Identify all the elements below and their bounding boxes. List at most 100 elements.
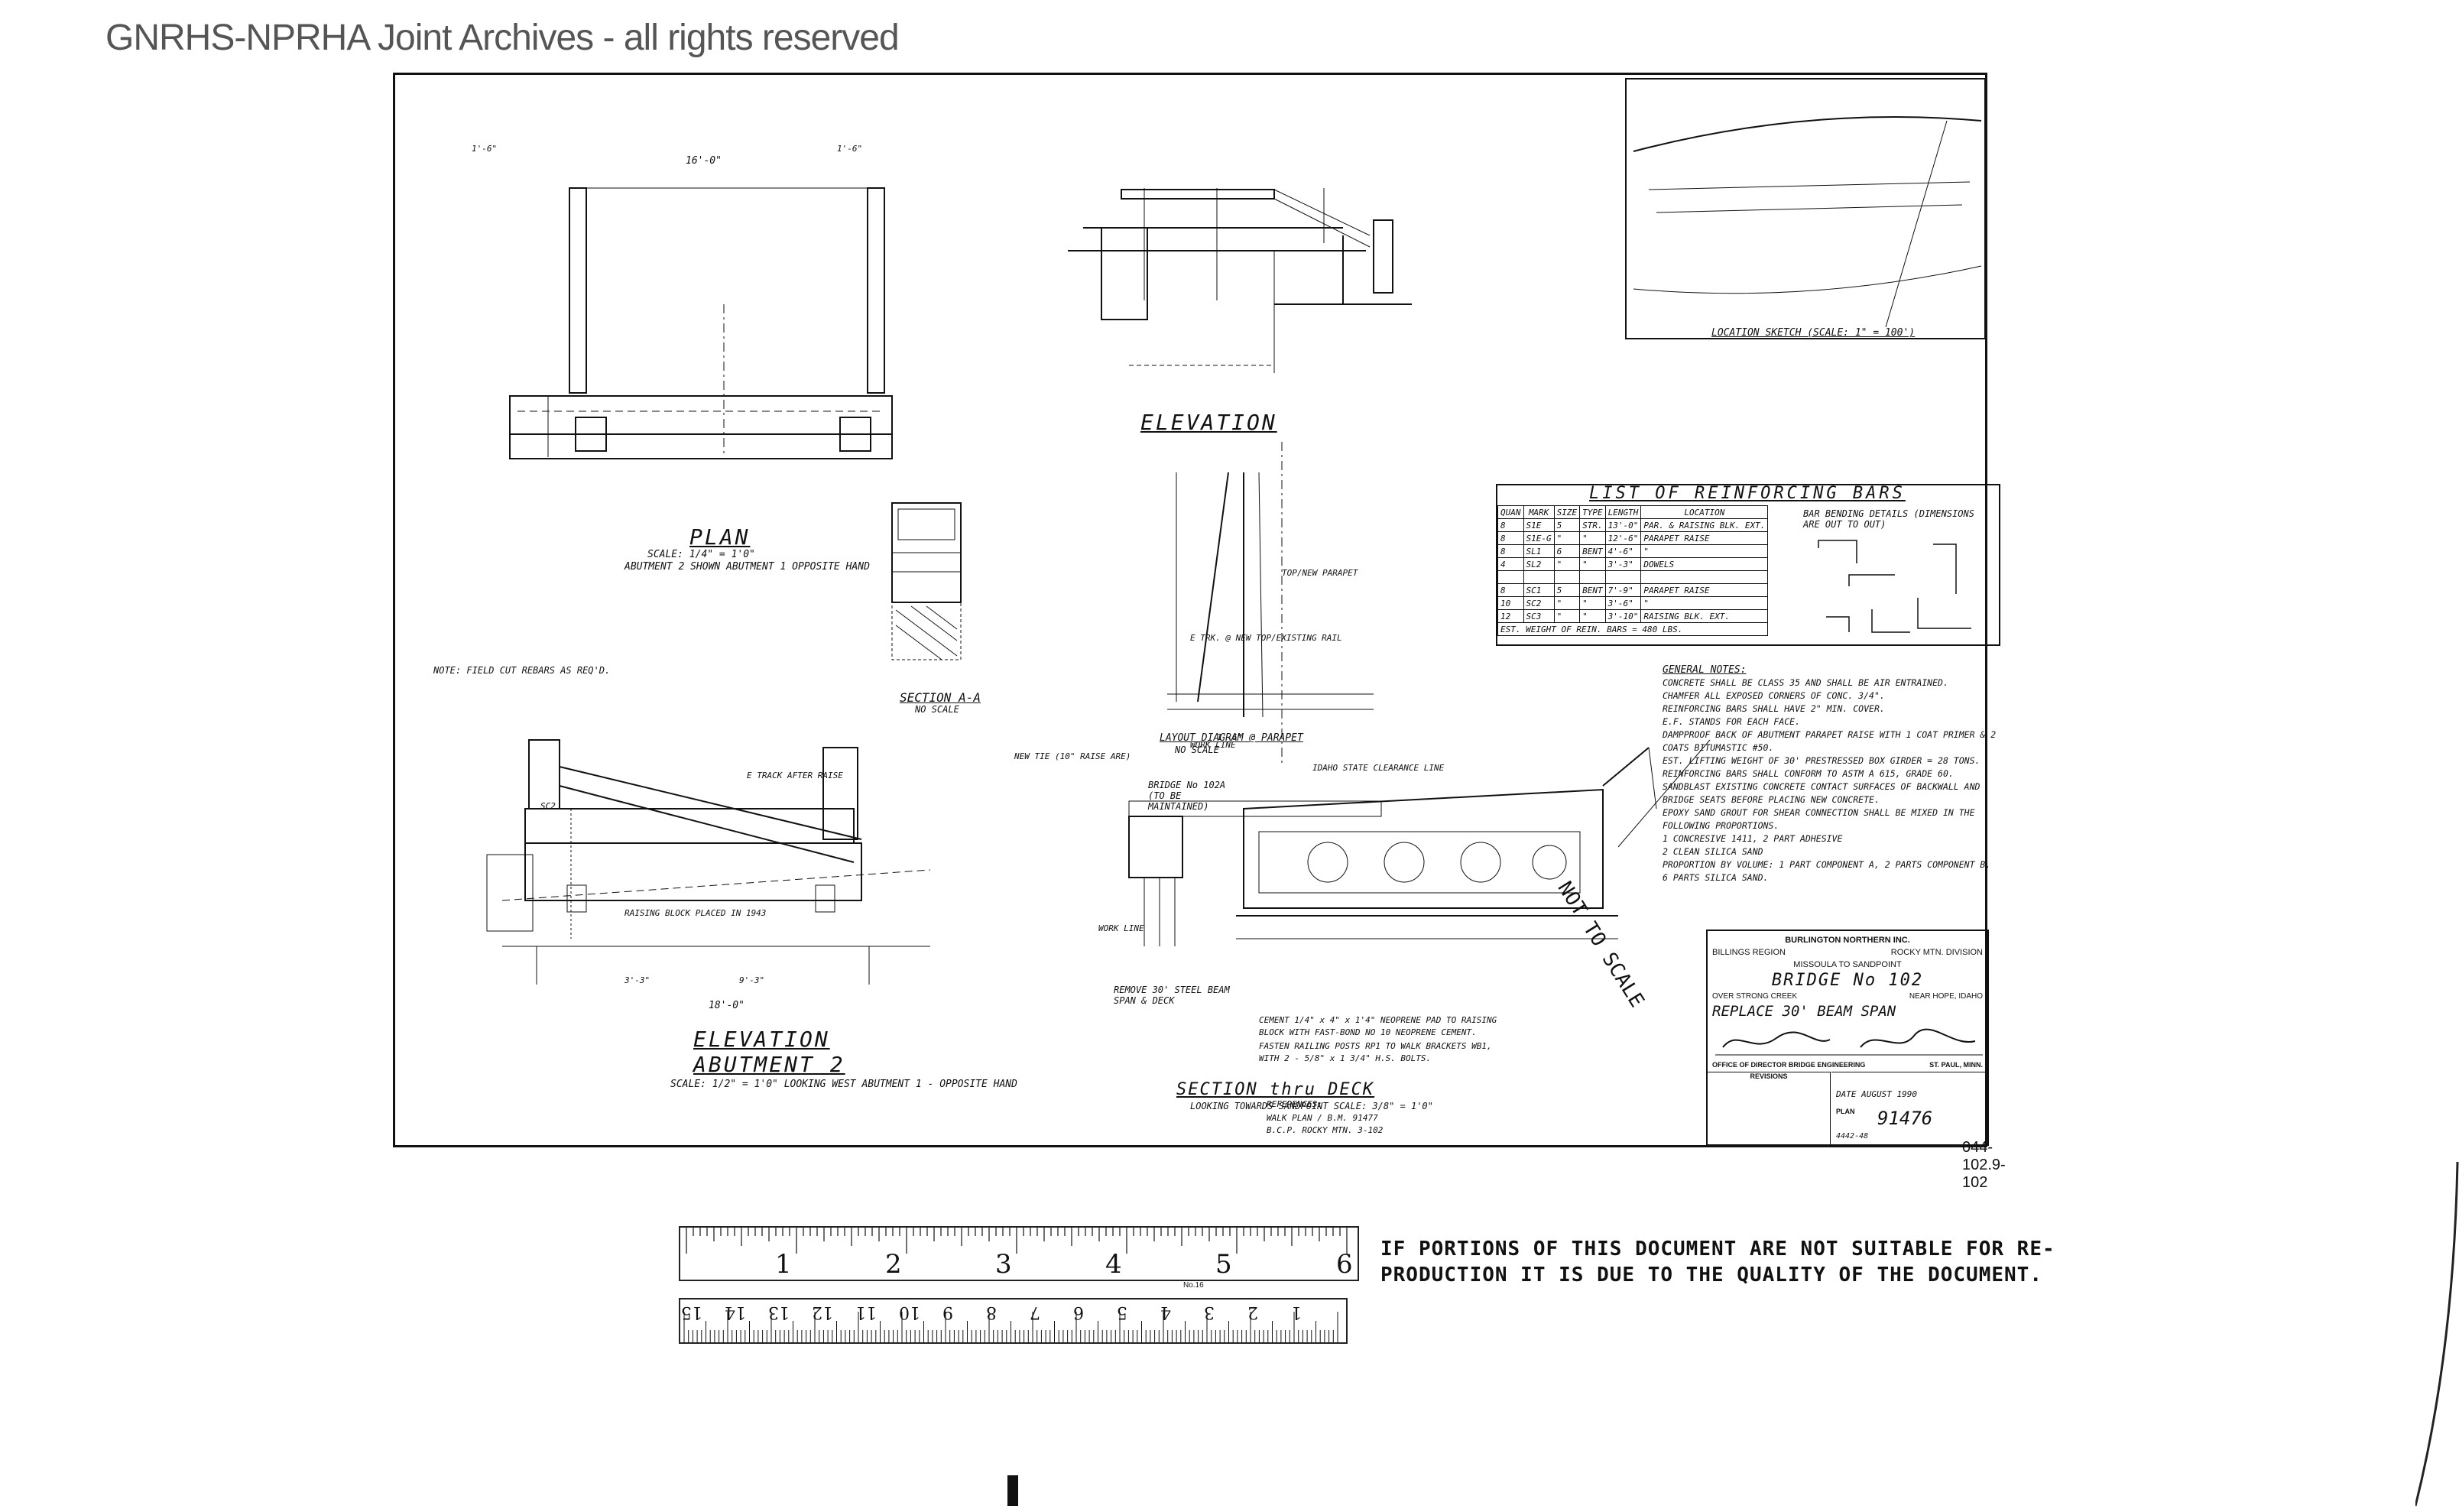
col-header: SIZE bbox=[1553, 505, 1581, 519]
cell: 4'-6" bbox=[1604, 544, 1642, 558]
general-notes: GENERAL NOTES: CONCRETE SHALL BE CLASS 3… bbox=[1663, 664, 1999, 884]
cell: " bbox=[1579, 531, 1606, 545]
svg-text:NEW TIE (10" RAISE ARE): NEW TIE (10" RAISE ARE) bbox=[1014, 751, 1131, 761]
note-item: 1 CONCRESIVE 1411, 2 PART ADHESIVE bbox=[1663, 833, 1843, 844]
svg-text:E TRK. @ NEW TOP/EXISTING RAIL: E TRK. @ NEW TOP/EXISTING RAIL bbox=[1190, 633, 1342, 643]
cell: " bbox=[1579, 557, 1606, 571]
svg-text:E TRACK AFTER RAISE: E TRACK AFTER RAISE bbox=[747, 771, 843, 780]
cm-label: 11 bbox=[855, 1303, 877, 1322]
cell: 8 bbox=[1497, 583, 1524, 597]
svg-text:9'-3": 9'-3" bbox=[739, 975, 764, 985]
cell: 5 bbox=[1553, 583, 1581, 597]
note-item: DAMPPROOF BACK OF ABUTMENT PARAPET RAISE… bbox=[1663, 729, 1997, 753]
plan-label: PLAN bbox=[1836, 1108, 1855, 1115]
cell: BENT bbox=[1579, 583, 1606, 597]
cell: 8 bbox=[1497, 531, 1524, 545]
col-header: MARK bbox=[1523, 505, 1555, 519]
cell: " bbox=[1553, 557, 1581, 571]
engineering-linework: 1'-6" 1'-6" E TRACK AFTER RAISE NEW TIE … bbox=[472, 78, 1986, 1135]
note-item: REINFORCING BARS SHALL HAVE 2" MIN. COVE… bbox=[1663, 703, 1885, 714]
cm-label: 14 bbox=[725, 1303, 746, 1322]
disclaimer-line-1: IF PORTIONS OF THIS DOCUMENT ARE NOT SUI… bbox=[1380, 1238, 2055, 1261]
cell: SC2 bbox=[1523, 596, 1555, 610]
cell: PAR. & RAISING BLK. EXT. bbox=[1640, 518, 1769, 532]
cell: " bbox=[1640, 544, 1769, 558]
col-header: LOCATION bbox=[1640, 505, 1769, 519]
svg-text:WORK LINE: WORK LINE bbox=[1190, 740, 1236, 750]
inch-label: 1 bbox=[775, 1249, 792, 1280]
cell bbox=[1640, 570, 1769, 584]
svg-text:TOP/NEW PARAPET: TOP/NEW PARAPET bbox=[1282, 568, 1359, 578]
file-number: 4442-48 bbox=[1836, 1132, 1869, 1140]
cm-label: 10 bbox=[899, 1303, 920, 1322]
cell: 3'-3" bbox=[1604, 557, 1642, 571]
archive-watermark: GNRHS-NPRHA Joint Archives - all rights … bbox=[105, 18, 900, 58]
cell: DOWELS bbox=[1640, 557, 1769, 571]
section-deck-title: SECTION thru DECK bbox=[1176, 1080, 1375, 1099]
field-cut-note: NOTE: FIELD CUT REBARS AS REQ'D. bbox=[433, 665, 611, 676]
note-item: EPOXY SAND GROUT FOR SHEAR CONNECTION SH… bbox=[1663, 807, 1975, 831]
inch-label: 6 bbox=[1336, 1249, 1353, 1280]
cell: RAISING BLK. EXT. bbox=[1640, 609, 1769, 623]
col-header: QUAN bbox=[1497, 505, 1524, 519]
cm-label: 1 bbox=[1291, 1303, 1302, 1322]
rebar-table-header-row: QUAN MARK SIZE TYPE LENGTH LOCATION bbox=[1497, 505, 1769, 519]
note-item: SANDBLAST EXISTING CONCRETE CONTACT SURF… bbox=[1663, 781, 1981, 805]
bar-bending-sketches bbox=[1818, 540, 1971, 633]
cell: SL2 bbox=[1523, 557, 1555, 571]
svg-text:WITH 2 - 5/8" x 1 3/4" H.S. BO: WITH 2 - 5/8" x 1 3/4" H.S. BOLTS. bbox=[1259, 1053, 1431, 1063]
inch-label: 2 bbox=[885, 1249, 902, 1280]
rebar-weight-footer: EST. WEIGHT OF REIN. BARS = 480 LBS. bbox=[1497, 622, 1769, 636]
title-block: BURLINGTON NORTHERN INC. BILLINGS REGION… bbox=[1706, 930, 1989, 1147]
cm-label: 13 bbox=[768, 1303, 790, 1322]
svg-text:RAISING BLOCK PLACED IN 1943: RAISING BLOCK PLACED IN 1943 bbox=[624, 908, 766, 918]
cell: 12 bbox=[1497, 609, 1524, 623]
col-header: TYPE bbox=[1579, 505, 1606, 519]
plan-scale: SCALE: 1/4" = 1'0" bbox=[647, 549, 755, 560]
svg-text:CEMENT 1/4" x 4" x 1'4" NEOPRE: CEMENT 1/4" x 4" x 1'4" NEOPRENE PAD TO … bbox=[1259, 1015, 1497, 1025]
remove-span-note: REMOVE 30' STEEL BEAM SPAN & DECK bbox=[1114, 985, 1230, 1006]
document-number: 044-102.9-102 bbox=[1962, 1139, 2006, 1191]
cell: " bbox=[1579, 596, 1606, 610]
inch-label: 5 bbox=[1215, 1249, 1232, 1280]
layout-diagram-title: LAYOUT DIAGRAM @ PARAPET bbox=[1160, 732, 1303, 744]
reinforcing-bars-table: LIST OF REINFORCING BARS QUAN MARK SIZE … bbox=[1496, 484, 2000, 646]
note-item: REINFORCING BARS SHALL CONFORM TO ASTM A… bbox=[1663, 768, 1954, 779]
svg-text:SC2: SC2 bbox=[540, 801, 556, 811]
cell: 7'-9" bbox=[1604, 583, 1642, 597]
inch-ruler-ticks bbox=[686, 1228, 1348, 1254]
cell: SL1 bbox=[1523, 544, 1555, 558]
cm-label: 2 bbox=[1247, 1303, 1258, 1322]
bridge-102a-label: BRIDGE No 102A (TO BE MAINTAINED) bbox=[1148, 780, 1226, 812]
layout-diagram-scale: NO SCALE bbox=[1175, 745, 1219, 755]
cell: 8 bbox=[1497, 544, 1524, 558]
plan-width-dimension: 16'-0" bbox=[686, 155, 722, 167]
section-aa-title: SECTION A-A bbox=[900, 690, 981, 705]
disclaimer-line-2: PRODUCTION IT IS DUE TO THE QUALITY OF T… bbox=[1380, 1264, 2042, 1286]
plan-note: ABUTMENT 2 SHOWN ABUTMENT 1 OPPOSITE HAN… bbox=[624, 561, 870, 573]
svg-text:WORK LINE: WORK LINE bbox=[1098, 923, 1144, 933]
elevation-title: ELEVATION bbox=[1140, 410, 1277, 435]
note-item: CONCRETE SHALL BE CLASS 35 AND SHALL BE … bbox=[1663, 677, 1948, 688]
table-footer-row: EST. WEIGHT OF REIN. BARS = 480 LBS. bbox=[1497, 622, 1769, 636]
cm-label: 8 bbox=[986, 1303, 997, 1322]
note-item: CHAMFER ALL EXPOSED CORNERS OF CONC. 3/4… bbox=[1663, 690, 1885, 701]
line-segment: MISSOULA TO SANDPOINT bbox=[1793, 960, 1902, 969]
svg-text:B.C.P. ROCKY MTN. 3-102: B.C.P. ROCKY MTN. 3-102 bbox=[1267, 1125, 1384, 1135]
drawing-date: DATE AUGUST 1990 bbox=[1836, 1089, 1917, 1099]
cm-label: 15 bbox=[681, 1303, 702, 1322]
record-box: DATE AUGUST 1990 PLAN 91476 4442-48 bbox=[1831, 1072, 1987, 1147]
inch-ruler: 1 2 3 4 5 6 bbox=[679, 1226, 1359, 1281]
cell: S1E bbox=[1523, 518, 1555, 532]
cell bbox=[1523, 570, 1555, 584]
cell: S1E-G bbox=[1523, 531, 1555, 545]
cell bbox=[1579, 570, 1606, 584]
cm-label: 9 bbox=[942, 1303, 953, 1322]
note-item: 2 CLEAN SILICA SAND bbox=[1663, 846, 1763, 857]
revisions-label: REVISIONS bbox=[1750, 1072, 1788, 1080]
